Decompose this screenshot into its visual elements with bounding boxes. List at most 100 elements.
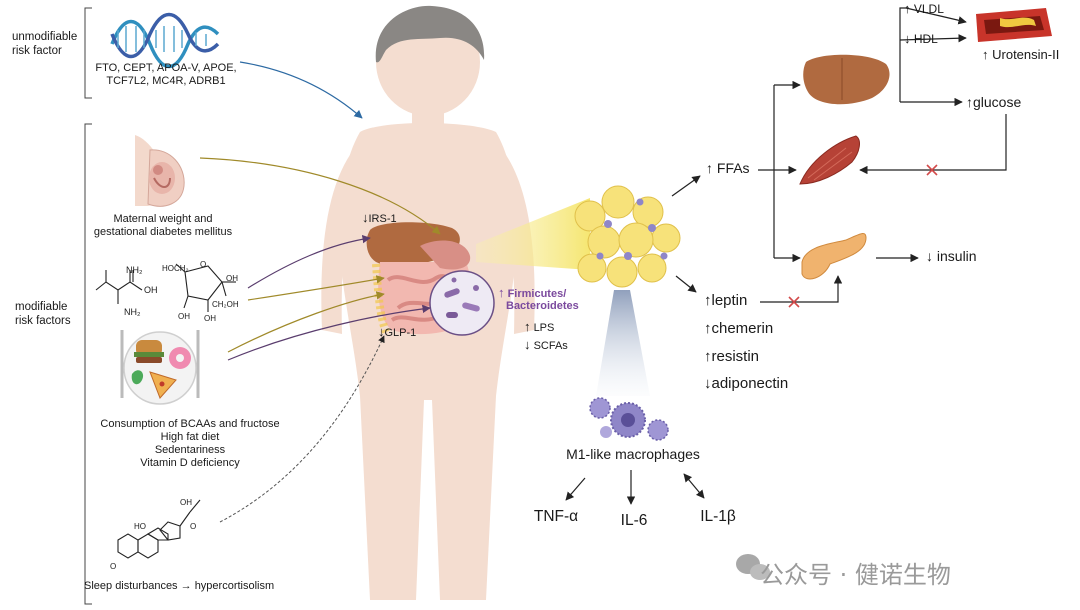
pancreas-icon [801,233,867,280]
adipose-beam [476,198,590,270]
adiponectin-text: ↓adiponectin [704,375,788,392]
cortisol-arrow [219,335,385,523]
maternal-line2: gestational diabetes mellitus [93,226,233,238]
irs1-label: IRS-1 [368,213,397,225]
artery-icon [976,8,1052,42]
maternal-line1: Maternal weight and [113,213,213,225]
vldl-arrow [905,7,967,25]
muscle-fiber-lines [807,147,853,181]
macrophages-label: M1-like macrophages [566,446,700,462]
microbiome-icon [429,270,495,336]
urotensin-arrow: ↑ [982,47,989,62]
bcaa-oh-text: OH [144,285,158,295]
il6-label: IL-6 [620,512,648,529]
cortisol-oh-text: OH [180,498,192,507]
fructose-oh-text: OH [226,274,238,283]
scfas-label: SCFAs [533,340,568,352]
firmicutes-text: ↑ Firmicutes/ [498,286,566,301]
wechat-icon [736,554,770,580]
bacteroidetes-label: Bacteroidetes [506,300,579,312]
macrophage-to-il1b-arrow [683,473,705,499]
diet-line2: High fat diet [160,431,220,443]
tnf-label: TNF-α [533,508,579,525]
dna-icon [110,12,220,68]
lps-text: ↑ LPS [524,320,554,335]
adiponectin-arrow: ↓ [704,375,712,392]
fat-to-ffas-arrow [671,175,701,197]
modifiable-label: modifiable risk factors [15,301,71,327]
urotensin-text: ↑ Urotensin-II [982,48,1059,61]
firmicutes-line1: Firmicutes/ [507,288,567,300]
ffas-label: FFAs [716,160,750,176]
scfas-arrow: ↓ [524,337,531,352]
liver-up-branch [899,7,906,102]
blocked-x-icon [926,164,938,176]
glp1-text: ↓GLP-1 [378,325,416,340]
cortisol-o-text: O [190,522,197,531]
hdl-arrow [899,34,967,43]
macrophage-to-tnf-arrow [565,477,586,501]
food-plate-icon [120,330,200,405]
resistin-label: resistin [711,348,760,365]
insulin-arrow: ↓ [926,248,933,264]
blocked-x-icon-2 [788,296,800,308]
sleep-text: Sleep disturbances → hypercortisolism [84,580,274,593]
chemerin-arrow: ↑ [704,320,712,337]
irs1-text: ↓IRS-1 [362,211,397,226]
sleep-label: Sleep disturbances [84,580,178,592]
gene-arrow [239,61,363,119]
hdl-text: ↓ HDL [904,32,938,46]
glucose-label: glucose [973,94,1022,110]
maternal-arrow [199,157,441,235]
vldl-arrow-glyph: ↑ [904,1,911,16]
unmodifiable-bracket [84,7,92,99]
modifiable-bracket [84,123,92,605]
fructose-molecule-icon [175,263,236,312]
firmicutes-arrow: ↑ [498,285,505,300]
diet-arrow-to-microbiome [227,304,431,361]
adipose-tissue-icon [574,185,681,288]
diet-line3: Sedentariness [154,444,226,456]
leptin-to-pancreas-line [760,275,843,303]
adiponectin-label: adiponectin [711,375,789,392]
unmodifiable-label: unmodifiable risk factor [12,31,78,57]
genes-line2: TCF7L2, MC4R, ADRB1 [106,75,226,87]
vldl-label: VLDL [913,2,944,16]
fructose-ch2oh-text: CH₂OH [212,300,239,309]
glp1-label: GLP-1 [384,327,417,339]
macrophage-beam [596,290,650,396]
chemerin-label: chemerin [711,320,774,337]
bcaa-nh2-text: NH₂ [126,265,143,275]
vldl-text: ↑ VLDL [904,2,944,16]
fat-to-adipokines-arrow [675,275,697,293]
cortisol-ho-text: HO [134,522,146,531]
molecule-arrow-to-gut [247,275,385,301]
resistin-arrow: ↑ [704,348,712,365]
fructose-o-text: O [200,260,207,269]
leptin-text: ↑leptin [704,292,747,309]
pregnancy-icon [135,135,185,207]
fructose-oh-text-3: OH [204,314,216,323]
irs1-arrow: ↓ [362,210,369,225]
diet-line4: Vitamin D deficiency [140,457,240,469]
leptin-arrow: ↑ [704,292,712,309]
macrophage-cluster-icon [589,397,669,441]
sleep-arrow: → [180,580,192,592]
ffas-arrow: ↑ [706,160,713,176]
glp1-arrow: ↓ [378,324,385,339]
lps-arrow: ↑ [524,319,531,334]
glucose-arrow: ↑ [966,94,973,110]
hdl-label: HDL [913,32,938,46]
cortisol-molecule-icon [117,499,201,559]
insulin-label: insulin [936,248,977,264]
bcaa-nh2-text-2: NH₂ [124,307,141,317]
stomach-icon [420,240,471,270]
hypercortisolism-label: hypercortisolism [194,580,275,592]
bcaa-molecule-icon [95,270,143,304]
glucose-text: ↑glucose [966,94,1021,110]
molecule-arrow-to-liver [247,234,371,289]
il1b-label: IL-1β [700,508,736,525]
insulin-text: ↓ insulin [926,248,977,264]
resistin-text: ↑resistin [704,348,759,365]
